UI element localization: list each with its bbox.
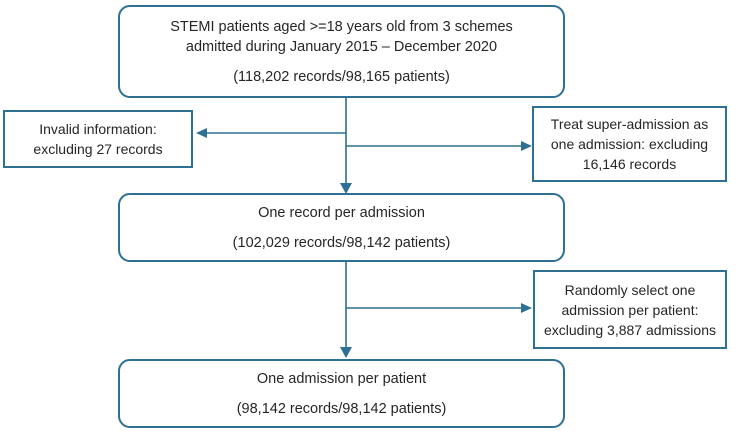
box-super-admission: Treat super-admission as one admission: … bbox=[532, 106, 727, 182]
random-select-line-2: admission per patient: bbox=[561, 301, 699, 318]
box-random-select: Randomly select one admission per patien… bbox=[533, 270, 727, 349]
box-source-population: STEMI patients aged >=18 years old from … bbox=[118, 5, 565, 98]
invalid-line-1: Invalid information: bbox=[39, 121, 157, 137]
random-select-line-3: excluding 3,887 admissions bbox=[544, 321, 716, 338]
source-line-2: admitted during January 2015 – December … bbox=[185, 38, 498, 55]
source-line-1: STEMI patients aged >=18 years old from … bbox=[170, 18, 513, 35]
arrow-source-to-record bbox=[340, 98, 352, 194]
super-admission-line-1: Treat super-admission as bbox=[550, 116, 709, 132]
source-stats: (118,202 records/98,165 patients) bbox=[233, 68, 450, 85]
arrow-to-invalid-box bbox=[196, 128, 346, 138]
super-admission-line-3: 16,146 records bbox=[582, 156, 677, 172]
box-one-admission-per-patient: One admission per patient (98,142 record… bbox=[118, 359, 565, 428]
one-record-title: One record per admission bbox=[258, 204, 425, 221]
random-select-line-1: Randomly select one bbox=[564, 281, 696, 298]
arrow-record-to-patient bbox=[340, 262, 352, 358]
one-admission-title: One admission per patient bbox=[256, 370, 427, 387]
box-invalid-information: Invalid information: excluding 27 record… bbox=[3, 110, 193, 168]
box-one-record-per-admission: One record per admission (102,029 record… bbox=[118, 193, 565, 262]
one-record-stats: (102,029 records/98,142 patients) bbox=[232, 234, 451, 251]
invalid-line-2: excluding 27 records bbox=[33, 141, 163, 157]
arrow-to-random-select-box bbox=[346, 303, 532, 313]
arrow-to-super-admission-box bbox=[346, 141, 532, 151]
one-admission-stats: (98,142 records/98,142 patients) bbox=[236, 400, 447, 417]
super-admission-line-2: one admission: excluding bbox=[550, 136, 709, 152]
